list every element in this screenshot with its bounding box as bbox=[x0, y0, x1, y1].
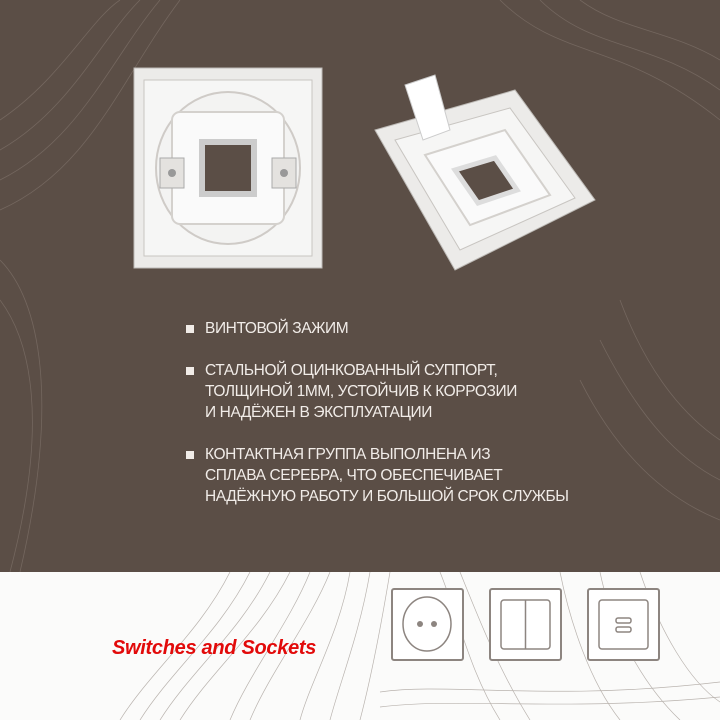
feature-text: СПЛАВА СЕРЕБРА, ЧТО ОБЕСПЕЧИВАЕТ bbox=[205, 467, 503, 484]
feature-item: ВИНТОВОЙ ЗАЖИМ bbox=[186, 318, 569, 339]
feature-text: СТАЛЬНОЙ ОЦИНКОВАННЫЙ СУППОРТ, bbox=[205, 362, 498, 379]
feature-item: КОНТАКТНАЯ ГРУППА ВЫПОЛНЕНА ИЗ СПЛАВА СЕ… bbox=[186, 444, 569, 507]
mechanism-front-image bbox=[133, 67, 323, 269]
socket-icon bbox=[391, 588, 464, 661]
bullet-icon bbox=[186, 451, 194, 459]
mechanism-angled-image bbox=[374, 74, 596, 271]
usb-outlet-icon bbox=[587, 588, 660, 661]
feature-text: НАДЁЖНУЮ РАБОТУ И БОЛЬШОЙ СРОК СЛУЖБЫ bbox=[205, 488, 569, 505]
feature-text: ТОЛЩИНОЙ 1ММ, УСТОЙЧИВ К КОРРОЗИИ bbox=[205, 383, 517, 400]
feature-text: И НАДЁЖЕН В ЭКСПЛУАТАЦИИ bbox=[205, 404, 433, 421]
feature-list: ВИНТОВОЙ ЗАЖИМ СТАЛЬНОЙ ОЦИНКОВАННЫЙ СУП… bbox=[186, 318, 569, 528]
brand-slogan: Switches and Sockets bbox=[112, 637, 317, 659]
bullet-icon bbox=[186, 367, 194, 375]
double-switch-icon bbox=[489, 588, 562, 661]
contour-pattern bbox=[0, 0, 720, 572]
bullet-icon bbox=[186, 325, 194, 333]
feature-item: СТАЛЬНОЙ ОЦИНКОВАННЫЙ СУППОРТ, ТОЛЩИНОЙ … bbox=[186, 360, 569, 423]
feature-text: КОНТАКТНАЯ ГРУППА ВЫПОЛНЕНА ИЗ bbox=[205, 446, 491, 463]
feature-text: ВИНТОВОЙ ЗАЖИМ bbox=[205, 320, 349, 337]
